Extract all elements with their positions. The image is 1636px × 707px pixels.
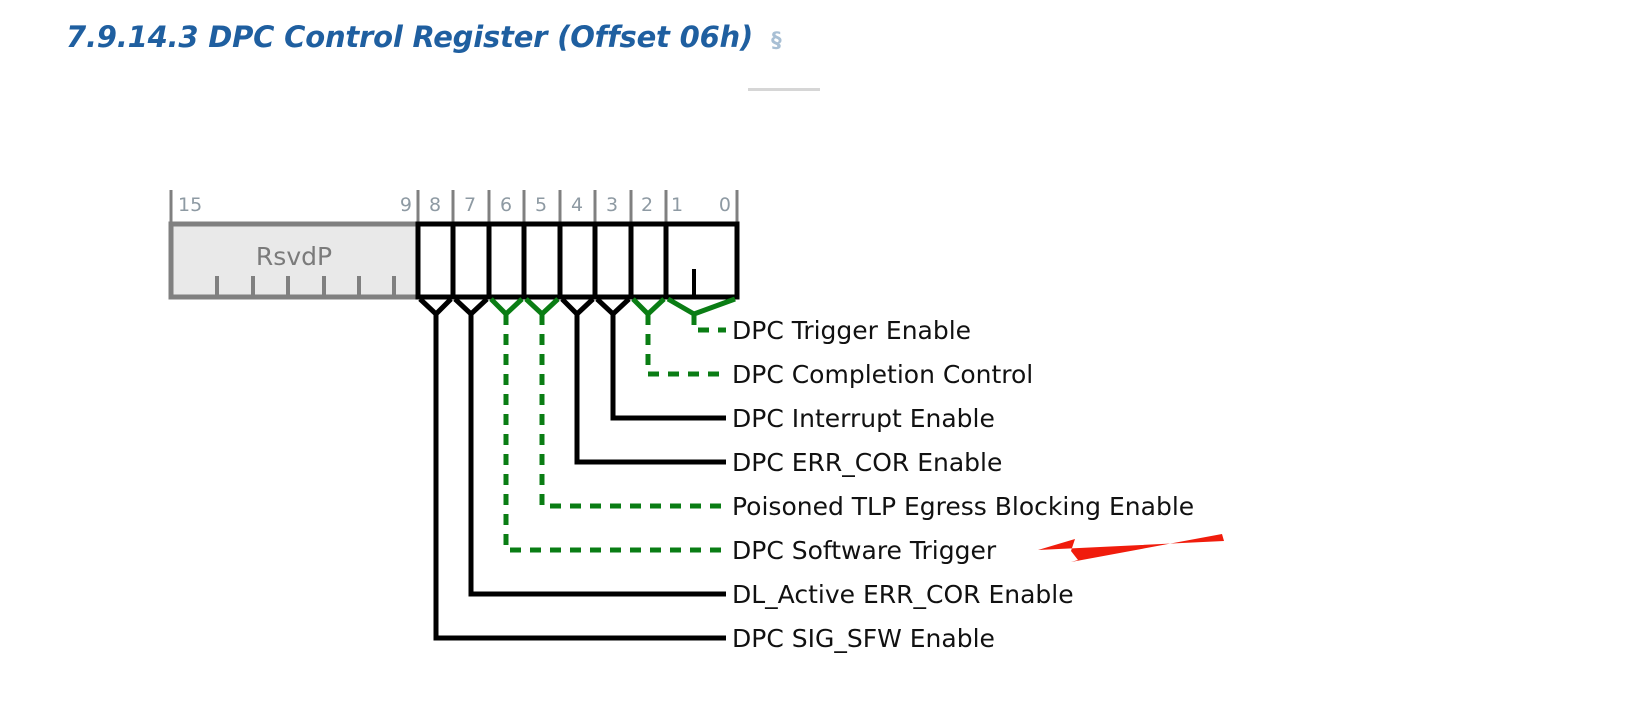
section-anchor-icon[interactable]: § [771, 28, 782, 52]
bit-cell-8 [415, 221, 456, 300]
vee-bit-4 [560, 297, 595, 318]
bit-number-9: 9 [400, 194, 412, 216]
callout-label-dpc-err-cor-enable: DPC ERR_COR Enable [732, 448, 1002, 477]
bit-cell-7 [450, 221, 492, 300]
callout-label-dpc-interrupt-enable: DPC Interrupt Enable [732, 404, 995, 433]
callout-label-dpc-sig-sfw-enable: DPC SIG_SFW Enable [732, 624, 995, 653]
callout-label-dpc-software-trigger: DPC Software Trigger [732, 536, 997, 565]
bit-cell-4 [557, 221, 598, 300]
vee-bit-6 [489, 297, 524, 318]
bit-number-8: 8 [429, 194, 441, 216]
bit-cell-2 [628, 221, 669, 300]
bit-number-3: 3 [606, 194, 618, 216]
red-annotation-arrow [1038, 534, 1224, 562]
vee-bit-2 [631, 297, 666, 318]
bit-cell-3 [592, 221, 634, 300]
leader-dpc-software-trigger [503, 314, 726, 553]
heading-divider [748, 88, 820, 91]
reserved-field-label: RsvdP [256, 242, 332, 271]
callout-label-poisoned-tlp-egress-blocking-enable: Poisoned TLP Egress Blocking Enable [732, 492, 1194, 521]
leader-dpc-trigger-enable [691, 314, 726, 333]
page-heading: 7.9.14.3 DPC Control Register (Offset 06… [66, 20, 782, 54]
callout-label-dpc-completion-control: DPC Completion Control [732, 360, 1033, 389]
bit-number-labels: 15 9 8 7 6 5 4 3 2 1 0 [178, 194, 731, 216]
bit-cells [415, 221, 740, 300]
vee-bit-0 [666, 296, 736, 317]
reserved-field-subticks [215, 276, 396, 296]
leader-dpc-completion-control [645, 314, 726, 377]
callout-label-dpc-trigger-enable: DPC Trigger Enable [732, 316, 971, 345]
bit-number-5: 5 [535, 194, 547, 216]
bit-cell-6 [486, 221, 527, 300]
callout-label-dl-active-err-cor-enable: DL_Active ERR_COR Enable [732, 580, 1074, 609]
leader-dpc-sig-sfw-enable [433, 314, 726, 641]
bit-number-1: 1 [671, 194, 683, 216]
vee-bit-5 [524, 297, 560, 318]
bit-number-6: 6 [500, 194, 512, 216]
vee-bit-7 [453, 297, 489, 318]
vee-bit-3 [595, 297, 631, 318]
vee-bit-8 [418, 297, 453, 318]
leader-dpc-interrupt-enable [610, 314, 726, 421]
page-title: 7.9.14.3 DPC Control Register (Offset 06… [66, 20, 754, 54]
leader-poisoned-tlp-egress-blocking-enable [539, 314, 726, 509]
leader-dl-active-err-cor-enable [468, 314, 726, 597]
bit-number-0: 0 [719, 194, 731, 216]
bit-connector-vees [418, 296, 736, 318]
bit-number-4: 4 [571, 194, 583, 216]
bit-number-2: 2 [641, 194, 653, 216]
bit-cell-0 [663, 221, 740, 300]
bit-cell-5 [521, 221, 563, 300]
bit-number-7: 7 [464, 194, 476, 216]
bit-scale-ticks [169, 190, 739, 224]
bit-number-15: 15 [178, 194, 202, 216]
leader-dpc-err-cor-enable [574, 314, 726, 465]
